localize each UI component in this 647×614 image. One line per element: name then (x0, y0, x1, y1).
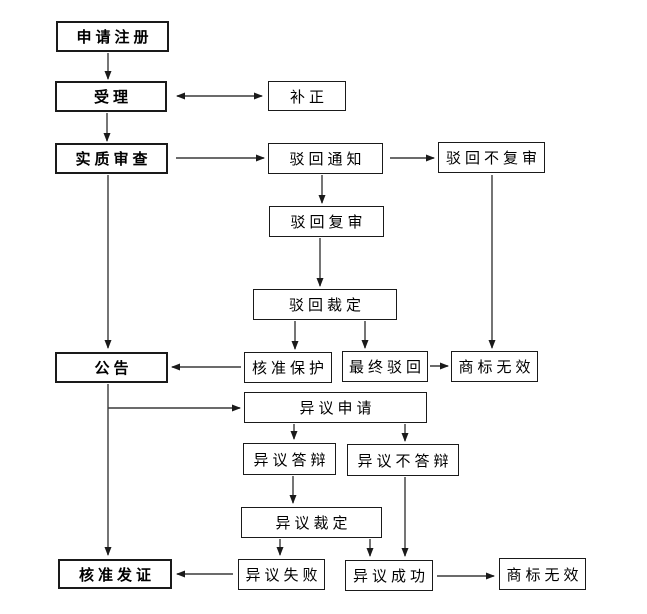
node-approval-certificate: 核准发证 (58, 559, 172, 589)
node-rejection-review: 驳回复审 (269, 206, 384, 237)
node-opposition-defense: 异议答辩 (243, 443, 336, 475)
node-announcement: 公告 (55, 352, 168, 383)
node-opposition-no-defense: 异议不答辩 (347, 444, 459, 476)
node-acceptance: 受理 (55, 81, 167, 112)
node-opposition-success: 异议成功 (345, 560, 433, 591)
node-approval-protection: 核准保护 (244, 352, 332, 383)
node-supplement-correction: 补正 (268, 81, 346, 111)
node-opposition-application: 异议申请 (244, 392, 427, 423)
node-rejection-notice: 驳回通知 (268, 143, 383, 174)
node-rejection-ruling: 驳回裁定 (253, 289, 397, 320)
node-final-rejection: 最终驳回 (342, 351, 428, 382)
node-rejection-no-review: 驳回不复审 (438, 142, 545, 173)
node-opposition-failed: 异议失败 (238, 559, 325, 590)
node-substantive-examination: 实质审查 (55, 143, 168, 174)
node-opposition-ruling: 异议裁定 (241, 507, 382, 538)
node-trademark-invalid-lower: 商标无效 (499, 558, 586, 590)
node-apply-registration: 申请注册 (56, 21, 169, 52)
node-trademark-invalid-upper: 商标无效 (451, 351, 538, 382)
